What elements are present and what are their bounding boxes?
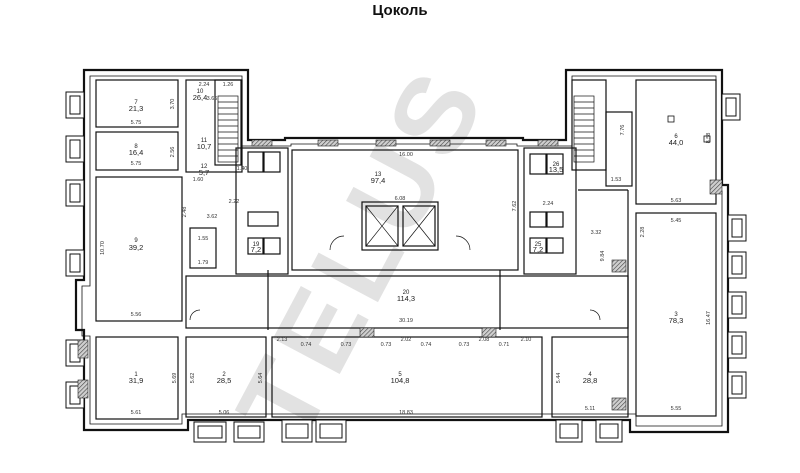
dimension-label: 1.53 <box>611 177 622 183</box>
dimension-label: 0.74 <box>301 342 312 348</box>
dimension-label: 5.75 <box>131 161 142 167</box>
room-area: 16,4 <box>129 148 144 157</box>
dimension-label: 5.63 <box>671 198 682 204</box>
dimension-label: 1.79 <box>198 260 209 266</box>
room-area: 21,3 <box>129 104 144 113</box>
room-number: 20 <box>403 290 410 296</box>
room-area: 97,4 <box>371 176 386 185</box>
dimension-label: 0.73 <box>341 342 352 348</box>
dimension-label: 3.70 <box>170 99 176 110</box>
dimension-label: 5.11 <box>585 406 595 412</box>
stairs <box>189 95 601 321</box>
dimension-labels: 5.75 5.75 3.70 2.56 2.24 1.26 3.66 1.60 … <box>100 82 712 416</box>
hatched-columns <box>77 139 723 411</box>
dimension-label: 3.66 <box>207 96 218 102</box>
dimension-label: 1.55 <box>198 236 209 242</box>
interior-walls <box>95 79 717 420</box>
dimension-label: 1.26 <box>223 82 234 88</box>
dimension-label: 2.24 <box>543 201 554 207</box>
dimension-label: 0.71 <box>499 342 510 348</box>
dimension-label: 5.69 <box>172 373 178 384</box>
dimension-label: 5.45 <box>671 218 682 224</box>
dimension-label: 5.62 <box>190 373 196 384</box>
room-number: 11 <box>201 138 208 144</box>
column-marker <box>703 135 711 143</box>
dimension-label: 2.28 <box>640 227 646 238</box>
room-number: 3 <box>674 312 678 318</box>
dimension-label: 3.62 <box>207 214 218 220</box>
room-area: 114,3 <box>397 294 415 303</box>
dimension-label: 2.10 <box>521 337 532 343</box>
room-area: 5,7 <box>199 168 209 177</box>
dimension-label: 2.22 <box>229 199 240 205</box>
column-marker <box>667 115 675 123</box>
room-area: 28,8 <box>583 376 598 385</box>
room-number: 26 <box>553 162 560 168</box>
dimension-label: 5.44 <box>556 373 562 384</box>
room-area: 31,9 <box>129 376 144 385</box>
room-number: 13 <box>375 172 382 178</box>
dimension-label: 5.75 <box>131 120 142 126</box>
dimension-label: 2.02 <box>401 337 412 343</box>
dimension-label: 2.24 <box>199 82 210 88</box>
room-area: 13,5 <box>549 165 564 174</box>
room-number: 8 <box>134 144 138 150</box>
room-number: 1 <box>134 372 138 378</box>
dimension-label: 16.00 <box>399 152 413 158</box>
room-number: 4 <box>588 372 592 378</box>
room-number: 25 <box>535 242 542 248</box>
dimension-label: 5.64 <box>258 373 264 384</box>
room-number: 6 <box>674 134 678 140</box>
dimension-label: 3.32 <box>591 230 602 236</box>
dimension-label: 10.70 <box>100 241 106 255</box>
room-area: 26,4 <box>193 93 208 102</box>
room-area: 7,2 <box>251 245 261 254</box>
plan-title: Цоколь <box>372 2 428 19</box>
dimension-label: 0.73 <box>459 342 470 348</box>
room-number: 5 <box>398 372 402 378</box>
dimension-label: 5.55 <box>671 406 682 412</box>
room-area: 78,3 <box>669 316 684 325</box>
dimension-label: 8.58 <box>706 133 712 144</box>
dimension-label: 0.74 <box>421 342 432 348</box>
dimension-label: 6.08 <box>395 196 406 202</box>
dimension-label: 2.48 <box>182 207 188 218</box>
room-number: 2 <box>222 372 226 378</box>
room-number: 12 <box>201 164 208 170</box>
room-area: 104,8 <box>391 376 410 385</box>
dimension-label: 5.06 <box>219 410 230 416</box>
dimension-label: 30.19 <box>399 318 413 324</box>
room-area: 7,2 <box>533 245 543 254</box>
room-area: 39,2 <box>129 243 144 252</box>
room-number: 10 <box>197 89 204 95</box>
dimension-label: 5.56 <box>131 312 142 318</box>
dimension-label: 9.84 <box>600 251 606 262</box>
dimension-label: 0.73 <box>381 342 392 348</box>
room-area: 10,7 <box>197 142 212 151</box>
windows <box>65 91 747 443</box>
dimension-label: 2.08 <box>479 337 490 343</box>
dimension-label: 7.76 <box>620 125 626 136</box>
dimension-label: 2.13 <box>277 337 288 343</box>
dimension-label: 18.83 <box>399 410 413 416</box>
dimension-label: 2.56 <box>170 147 176 158</box>
room-area: 28,5 <box>217 376 232 385</box>
dimension-label: 1.40 <box>237 166 248 172</box>
dimension-label: 1.60 <box>193 177 204 183</box>
room-number: 7 <box>134 100 138 106</box>
dimension-label: 16.47 <box>706 311 712 325</box>
room-number: 9 <box>134 238 138 244</box>
room-number: 19 <box>253 242 260 248</box>
room-area: 44,0 <box>669 138 684 147</box>
dimension-label: 5.61 <box>131 410 142 416</box>
room-labels: 7 21,3 8 16,4 9 39,2 10 26,4 11 10,7 12 … <box>129 89 684 385</box>
dimension-label: 7.62 <box>512 201 518 212</box>
